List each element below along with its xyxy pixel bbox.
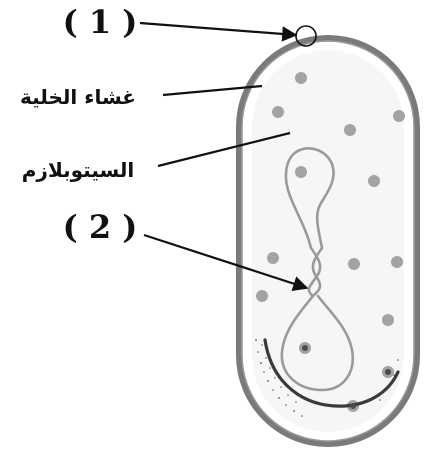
granule	[302, 345, 308, 351]
ribosome	[295, 166, 307, 178]
ribosome	[295, 72, 307, 84]
ribosome	[256, 290, 268, 302]
granule	[350, 403, 356, 409]
callout-1-label: ( 1 )	[63, 3, 138, 41]
ribosome	[391, 256, 403, 268]
ribosome	[272, 106, 284, 118]
callout-2-label: ( 2 )	[63, 208, 138, 246]
ribosome	[393, 110, 405, 122]
ribosome	[368, 175, 380, 187]
cytoplasm-label: السيتوبلازم	[22, 158, 134, 182]
callout-1-arrow	[140, 23, 296, 35]
ribosome	[382, 314, 394, 326]
granule	[385, 369, 391, 375]
ribosome	[267, 252, 279, 264]
cell-membrane-label: غشاء الخلية	[20, 85, 136, 109]
ribosome	[344, 124, 356, 136]
ribosome	[348, 258, 360, 270]
